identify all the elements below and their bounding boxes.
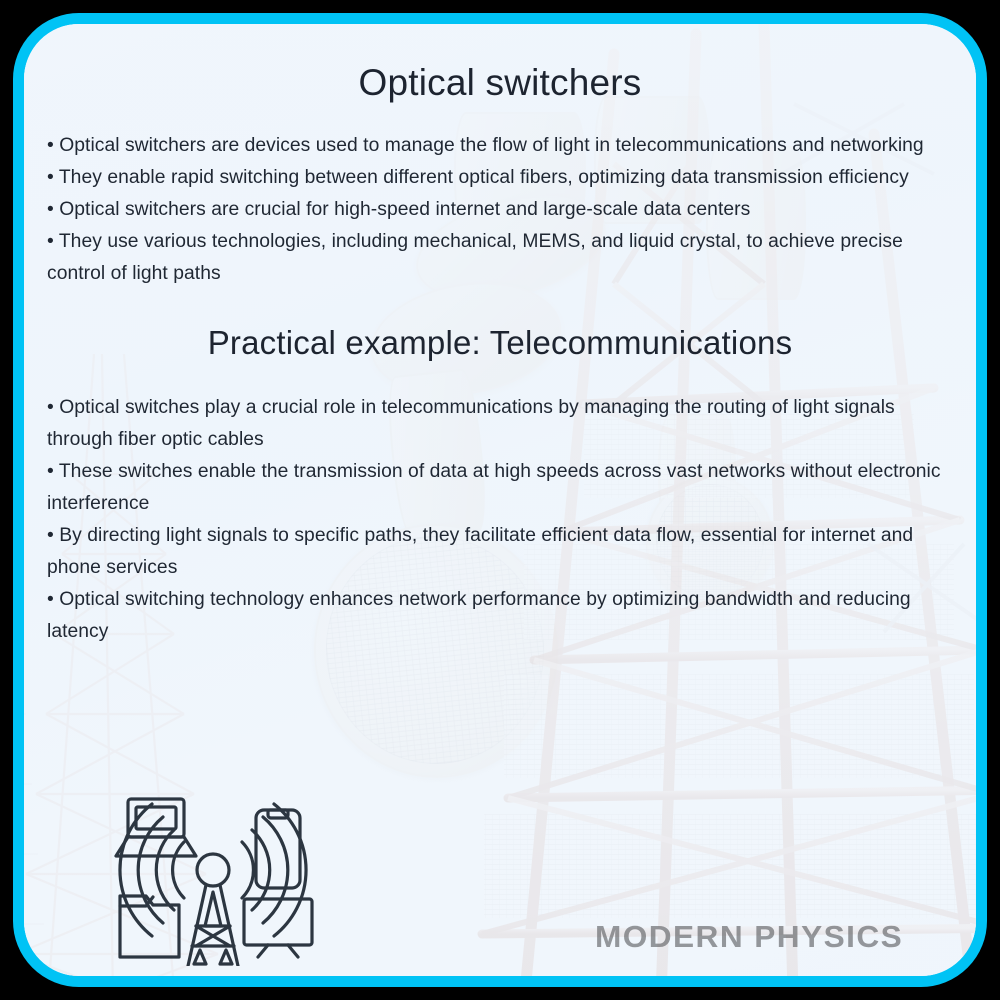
slide-canvas: Optical switchers Optical switchers are … [24,24,976,976]
slide-content: Optical switchers Optical switchers are … [24,24,976,976]
watermark-label: MODERN PHYSICS [594,919,904,954]
list-item: Optical switching technology enhances ne… [47,584,954,648]
list-item: These switches enable the transmission o… [47,456,954,520]
bullet-list-example: Optical switches play a crucial role in … [24,392,976,648]
broadcast-tower-icon [186,852,240,966]
laptop-icon [114,797,198,858]
list-item: Optical switchers are crucial for high-s… [47,194,954,226]
list-item: By directing light signals to specific p… [47,520,954,584]
smartphone-icon [254,808,302,890]
section-subtitle: Practical example: Telecommunications [207,324,793,361]
signal-waves-icon [118,802,308,938]
television-icon [242,897,314,959]
list-item: Optical switchers are devices used to ma… [47,130,954,162]
list-item: Optical switches play a crucial role in … [47,392,954,456]
page-title: Optical switchers [358,62,642,103]
list-item: They use various technologies, including… [47,226,954,290]
bullet-list-overview: Optical switchers are devices used to ma… [24,130,976,290]
list-item: They enable rapid switching between diff… [47,162,954,194]
telecom-broadcast-tower-illustration [114,797,314,966]
slide-frame: Optical switchers Optical switchers are … [13,13,987,987]
